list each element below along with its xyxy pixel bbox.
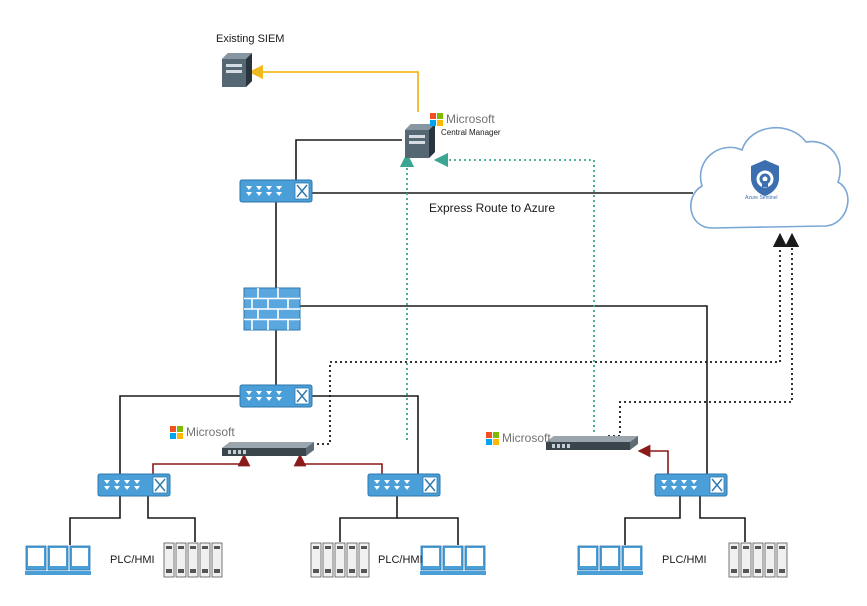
middle-plc-icon [310, 542, 370, 578]
existing-siem-label: Existing SIEM [216, 33, 285, 45]
microsoft-logo-icon [430, 112, 443, 126]
right-access-switch-icon [654, 473, 728, 497]
central-manager-server-icon [405, 124, 435, 158]
middle-access-switch-icon [367, 473, 441, 497]
sentinel-shield-icon [751, 160, 779, 196]
sensor-to-azure-links [312, 232, 800, 445]
plc-hmi-label-middle: PLC/HMI [378, 554, 423, 566]
core-switch-icon [239, 179, 313, 203]
middle-workstations-icon [419, 545, 487, 576]
central-manager-label: Central Manager [441, 128, 501, 137]
siem-server-icon [222, 53, 252, 87]
sensor-to-manager-links [399, 152, 595, 440]
firewall-icon [243, 287, 301, 331]
express-route-label: Express Route to Azure [429, 201, 556, 215]
microsoft-logo-icon [486, 431, 499, 445]
left-workstations-icon [24, 545, 92, 576]
right-workstations-icon [576, 545, 644, 576]
azure-sentinel-label: Azure Sentinel [745, 195, 778, 201]
plc-hmi-label-left: PLC/HMI [110, 554, 155, 566]
siem-forward-link [248, 64, 419, 112]
plc-hmi-label-right: PLC/HMI [662, 554, 707, 566]
right-plc-icon [728, 542, 788, 578]
distribution-switch-icon [239, 384, 313, 408]
span-links [152, 444, 669, 474]
right-sensor-rack-icon [546, 436, 638, 450]
microsoft-wordmark: Microsoft [446, 112, 495, 126]
microsoft-wordmark: Microsoft [186, 425, 235, 439]
microsoft-brand-left-sensor: Microsoft [170, 425, 235, 439]
left-plc-icon [163, 542, 223, 578]
wired-links [69, 139, 746, 545]
microsoft-wordmark: Microsoft [502, 431, 551, 445]
left-access-switch-icon [97, 473, 171, 497]
left-sensor-rack-icon [222, 442, 314, 456]
microsoft-brand-right-sensor: Microsoft [486, 431, 551, 445]
microsoft-brand-central: Microsoft [430, 112, 495, 126]
microsoft-logo-icon [170, 425, 183, 439]
